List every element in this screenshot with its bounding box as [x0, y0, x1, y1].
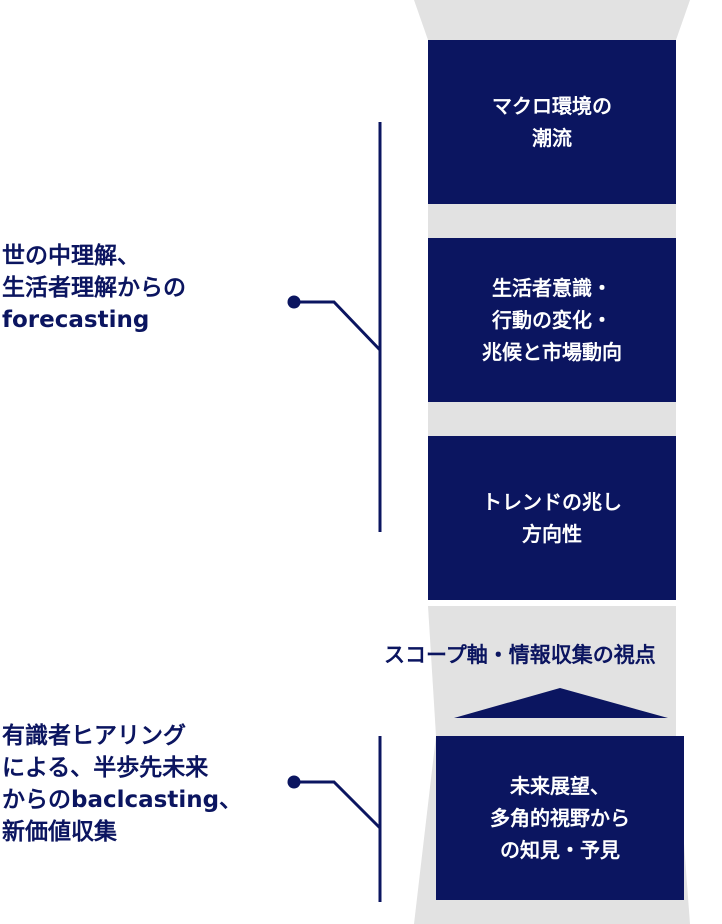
- connector-dot-lower: [287, 775, 301, 789]
- box-trend-signs: トレンドの兆し 方向性: [428, 436, 676, 600]
- label-forecasting: 世の中理解、 生活者理解からの forecasting: [2, 243, 186, 333]
- box-consumer-change: 生活者意識・ 行動の変化・ 兆候と市場動向: [428, 238, 676, 402]
- connector-dot-upper: [287, 295, 301, 309]
- box-future-outlook: 未来展望、 多角的視野から の知見・予見: [436, 736, 684, 900]
- up-arrow-head: [454, 688, 668, 718]
- axis-label: スコープ軸・情報収集の視点: [384, 643, 656, 667]
- label-backcasting: 有識者ヒアリング による、半歩先未来 からのbaclcasting、 新価値収集: [2, 723, 243, 845]
- box-macro-trends: マクロ環境の 潮流: [428, 40, 676, 204]
- connector-upper: [294, 300, 382, 352]
- connector-lower: [294, 780, 382, 830]
